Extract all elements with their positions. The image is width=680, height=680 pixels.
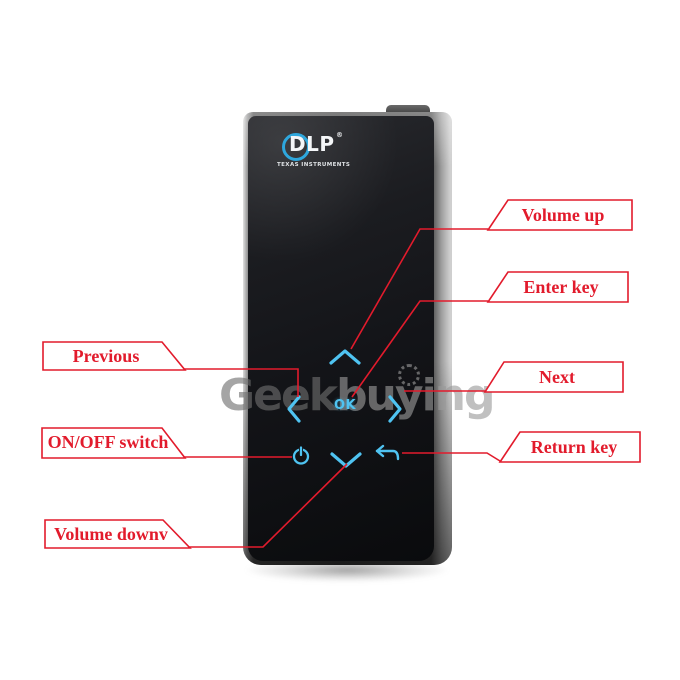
previous-chevron-icon [287, 395, 301, 423]
dlp-logo: DLP ® TEXAS INSTRUMENTS [277, 130, 351, 174]
annotation-label-volume-down: Volume downv [54, 523, 168, 544]
power-icon [292, 446, 310, 465]
next-chevron-icon [388, 395, 402, 423]
dlp-ring-icon [282, 133, 310, 161]
volume-down-chevron-icon [330, 452, 362, 468]
watermark-left: Geek [219, 370, 338, 421]
ok-key-label: OK [333, 398, 357, 413]
annotation-label-volume-up: Volume up [521, 204, 605, 225]
dlp-logo-subtitle: TEXAS INSTRUMENTS [277, 162, 351, 168]
site-watermark: Geekbuying [219, 370, 495, 421]
return-arrow-icon [375, 444, 400, 461]
annotation-label-return-key: Return key [530, 436, 618, 457]
device-front-face [248, 116, 434, 561]
volume-up-chevron-icon [329, 349, 361, 365]
annotation-label-enter-key: Enter key [523, 276, 599, 297]
annotation-label-on-off: ON/OFF switch [47, 432, 169, 452]
dlp-logo-text: DLP [289, 132, 335, 156]
annotation-label-previous: Previous [72, 345, 140, 366]
annotation-label-next: Next [539, 366, 575, 387]
watermark-gear-icon [398, 364, 420, 386]
registered-trademark-symbol: ® [336, 131, 343, 139]
